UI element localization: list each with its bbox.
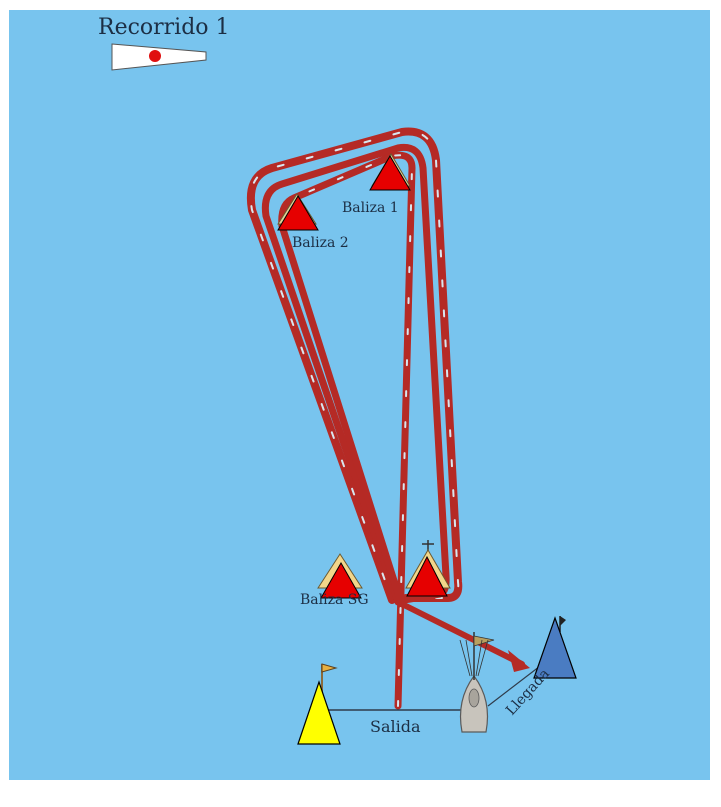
baliza-sg-label: Baliza SG [300,592,369,608]
baliza-1-label: Baliza 1 [342,200,399,216]
course-title: Recorrido 1 [98,15,230,40]
start-label: Salida [370,717,421,736]
water-background [9,10,710,780]
page-border-left [0,0,9,807]
baliza-2-label: Baliza 2 [292,235,349,251]
flag-dot [149,50,161,62]
